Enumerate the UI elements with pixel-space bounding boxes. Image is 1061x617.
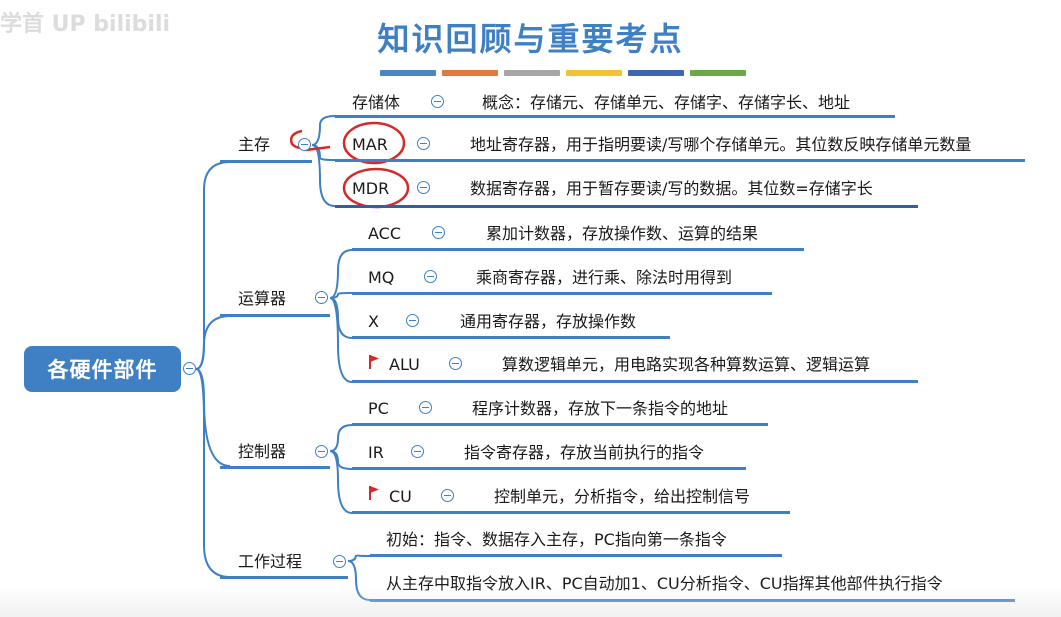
branch-label-main-memory[interactable]: 主存 (238, 135, 271, 154)
collapse-icon[interactable] (432, 226, 445, 239)
node-label[interactable]: MAR (352, 135, 388, 154)
node-desc: 算数逻辑单元，用电路实现各种算数运算、逻辑运算 (502, 355, 871, 374)
flag-icon (368, 485, 380, 501)
collapse-icon[interactable] (441, 489, 454, 502)
color-bar (504, 70, 560, 76)
node-underline (352, 511, 790, 514)
node-label[interactable]: 存储体 (352, 93, 401, 112)
bottom-shade (0, 585, 1061, 617)
collapse-icon[interactable] (406, 314, 419, 327)
color-bar (690, 70, 746, 76)
node-underline (352, 423, 768, 426)
collapse-icon[interactable] (298, 138, 311, 151)
node-underline (335, 115, 895, 118)
collapse-icon[interactable] (449, 357, 462, 370)
annotation-marks (289, 121, 410, 209)
node-label[interactable]: CU (389, 487, 412, 506)
node-label[interactable]: IR (368, 443, 384, 462)
node-underline (335, 159, 1025, 162)
branch-label-work-process[interactable]: 工作过程 (238, 552, 303, 571)
node-label[interactable]: X (368, 312, 379, 331)
node-label[interactable]: 初始：指令、数据存入主存，PC指向第一条指令 (386, 530, 727, 549)
collapse-icon[interactable] (315, 291, 328, 304)
node-desc: 累加计数器，存放操作数、运算的结果 (486, 224, 759, 243)
branch-label-alu-unit[interactable]: 运算器 (238, 289, 287, 308)
node-desc: 地址寄存器，用于指明要读/写哪个存储单元。其位数反映存储单元数量 (470, 135, 972, 154)
page-title: 知识回顾与重要考点 (377, 20, 684, 58)
node-label[interactable]: PC (368, 399, 389, 418)
node-desc: 指令寄存器，存放当前执行的指令 (464, 443, 705, 462)
node-label[interactable]: MDR (352, 179, 390, 198)
watermark: 学首 UP bilibili (0, 12, 171, 37)
color-bar (566, 70, 622, 76)
branch-underline (220, 576, 348, 579)
collapse-icon[interactable] (417, 137, 430, 150)
node-label[interactable]: ACC (368, 224, 402, 243)
node-label[interactable]: MQ (368, 268, 395, 287)
node-underline (352, 248, 804, 251)
collapse-icon[interactable] (315, 445, 328, 458)
node-underline (370, 554, 782, 557)
branch-underline (220, 160, 312, 163)
branch-underline (220, 314, 330, 317)
flag-icon (368, 354, 380, 370)
node-underline (335, 205, 918, 208)
collapse-icon[interactable] (431, 95, 444, 108)
node-underline (352, 292, 772, 295)
collapse-icon[interactable] (183, 362, 196, 375)
collapse-icon[interactable] (411, 445, 424, 458)
collapse-icon[interactable] (333, 555, 346, 568)
node-desc: 乘商寄存器，进行乘、除法时用得到 (476, 268, 733, 287)
color-bar (380, 70, 436, 76)
collapse-icon[interactable] (424, 270, 437, 283)
node-underline (352, 467, 746, 470)
node-label[interactable]: ALU (389, 355, 420, 374)
node-underline (352, 336, 670, 339)
collapse-icon[interactable] (419, 401, 432, 414)
node-desc: 程序计数器，存放下一条指令的地址 (472, 399, 729, 418)
branch-underline (220, 466, 330, 469)
branch-label-control-unit[interactable]: 控制器 (238, 442, 287, 461)
color-bar (442, 70, 498, 76)
node-underline (352, 380, 918, 383)
node-desc: 通用寄存器，存放操作数 (460, 312, 637, 331)
color-bar-strip (380, 70, 746, 76)
node-desc: 概念：存储元、存储单元、存储字、存储字长、地址 (482, 93, 851, 112)
color-bar (628, 70, 684, 76)
node-desc: 控制单元，分析指令，给出控制信号 (494, 487, 751, 506)
annotation-circle-mar (342, 121, 406, 165)
root-node[interactable]: 各硬件部件 (24, 346, 181, 392)
node-desc: 数据寄存器，用于暂存要读/写的数据。其位数=存储字长 (470, 179, 873, 198)
collapse-icon[interactable] (417, 181, 430, 194)
